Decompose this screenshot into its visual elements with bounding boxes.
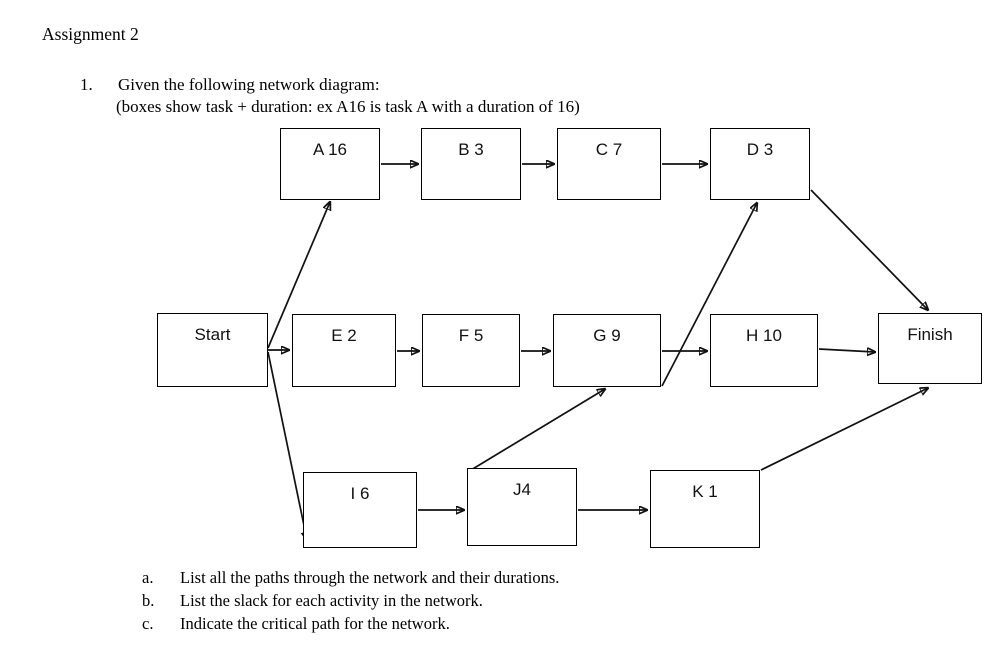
- diagram-node-f: F 5: [422, 314, 520, 387]
- diagram-node-label: G 9: [593, 326, 621, 345]
- diagram-edge-g-to-d: [661, 203, 757, 387]
- question-number: 1.: [80, 75, 93, 94]
- sub-question-list: a. List all the paths through the networ…: [142, 566, 559, 635]
- diagram-node-label: Start: [194, 325, 231, 344]
- diagram-edge-j-to-g: [470, 389, 605, 471]
- diagram-node-label: B 3: [458, 140, 484, 159]
- list-item: b. List the slack for each activity in t…: [142, 589, 559, 612]
- diagram-node-finish: Finish: [878, 313, 982, 384]
- sub-question-mark: b.: [142, 591, 155, 610]
- question-text: Given the following network diagram:: [118, 75, 380, 94]
- diagram-node-e: E 2: [292, 314, 396, 387]
- list-item: c. Indicate the critical path for the ne…: [142, 612, 559, 635]
- sub-question-text: List all the paths through the network a…: [180, 568, 560, 587]
- sub-question-text: List the slack for each activity in the …: [180, 591, 483, 610]
- diagram-node-d: D 3: [710, 128, 810, 200]
- diagram-edge-h-to-finish: [818, 349, 875, 352]
- diagram-node-label: D 3: [746, 140, 774, 159]
- diagram-node-label: J4: [513, 480, 531, 499]
- diagram-node-k: K 1: [650, 470, 760, 548]
- question-subtext: (boxes show task + duration: ex A16 is t…: [116, 97, 580, 116]
- sub-question-mark: c.: [142, 614, 154, 633]
- diagram-edge-start-to-i: [267, 351, 307, 540]
- diagram-node-label: K 1: [692, 482, 718, 501]
- diagram-node-label: Finish: [907, 325, 953, 344]
- diagram-node-g: G 9: [553, 314, 661, 387]
- diagram-node-label: C 7: [595, 140, 623, 159]
- diagram-node-label: F 5: [458, 326, 484, 345]
- diagram-edge-start-to-a: [267, 202, 330, 349]
- list-item: a. List all the paths through the networ…: [142, 566, 559, 589]
- diagram-edge-d-to-finish: [810, 189, 928, 310]
- diagram-edge-k-to-finish: [760, 388, 928, 471]
- diagram-node-b: B 3: [421, 128, 521, 200]
- diagram-node-c: C 7: [557, 128, 661, 200]
- document-title: Assignment 2: [42, 24, 139, 44]
- diagram-node-h: H 10: [710, 314, 818, 387]
- diagram-node-label: E 2: [331, 326, 357, 345]
- diagram-node-j: J4: [467, 468, 577, 546]
- diagram-node-start: Start: [157, 313, 268, 387]
- diagram-node-label: H 10: [746, 326, 782, 345]
- diagram-node-a: A 16: [280, 128, 380, 200]
- diagram-node-label: I 6: [350, 484, 370, 503]
- diagram-node-i: I 6: [303, 472, 417, 548]
- diagram-node-label: A 16: [312, 140, 348, 159]
- sub-question-text: Indicate the critical path for the netwo…: [180, 614, 450, 633]
- sub-question-mark: a.: [142, 568, 154, 587]
